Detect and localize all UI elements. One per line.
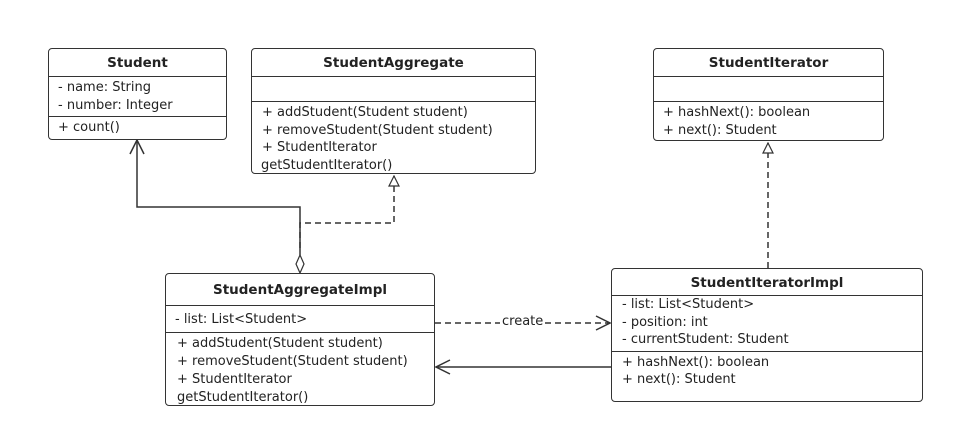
operation: + addStudent(Student student) [262,105,468,120]
operation: + removeStudent(Student student) [177,353,408,369]
operation: + next(): Student [663,122,777,138]
attribute: - list: List<Student> [622,297,755,312]
class-student-aggregate-impl[interactable]: StudentAggregateImpl - list: List<Studen… [165,273,435,406]
operation: + removeStudent(Student student) [262,122,493,138]
operation: getStudentIterator() [261,157,393,173]
class-name: StudentAggregateImpl [166,274,434,306]
class-student-iterator[interactable]: StudentIterator + hashNext(): boolean + … [653,48,884,141]
operations-section: + hashNext(): boolean + next(): Student [612,350,922,391]
attribute: - position: int [622,314,708,330]
attributes-section: - list: List<Student> [166,306,434,332]
operation: + hashNext(): boolean [622,354,770,370]
association-impl-to-student [137,140,301,255]
attributes-section [252,77,535,101]
class-name: StudentIterator [654,49,883,77]
class-student-aggregate[interactable]: StudentAggregate + addStudent(Student st… [251,48,536,174]
class-name: StudentIteratorImpl [612,269,922,296]
realization-impl-to-aggregate [299,176,394,248]
operations-section: + addStudent(Student student) + removeSt… [166,331,434,409]
operation: + StudentIterator [177,371,292,387]
attribute: - list: List<Student> [175,312,308,327]
class-student-iterator-impl[interactable]: StudentIteratorImpl - list: List<Student… [611,268,923,402]
operation: + hashNext(): boolean [663,105,811,120]
class-student[interactable]: Student - name: String - number: Integer… [48,48,227,140]
attribute: - number: Integer [58,97,173,113]
aggregation-diamond [295,253,305,275]
attribute: - currentStudent: Student [622,332,789,347]
attributes-section: - list: List<Student> - position: int - … [612,296,922,351]
operation: + next(): Student [622,372,736,387]
attributes-section [654,77,883,101]
operations-section: + addStudent(Student student) + removeSt… [252,101,535,176]
create-label: create [500,314,546,329]
operations-section: + hashNext(): boolean + next(): Student [654,101,883,141]
attribute: - name: String [58,80,151,95]
operation: + StudentIterator [262,140,377,155]
attributes-section: - name: String - number: Integer [49,77,226,116]
operation: + count() [58,120,120,135]
class-name: Student [49,49,226,77]
operations-section: + count() [49,116,226,139]
operation: + addStudent(Student student) [177,335,383,351]
class-name: StudentAggregate [252,49,535,77]
operation: getStudentIterator() [177,389,309,405]
